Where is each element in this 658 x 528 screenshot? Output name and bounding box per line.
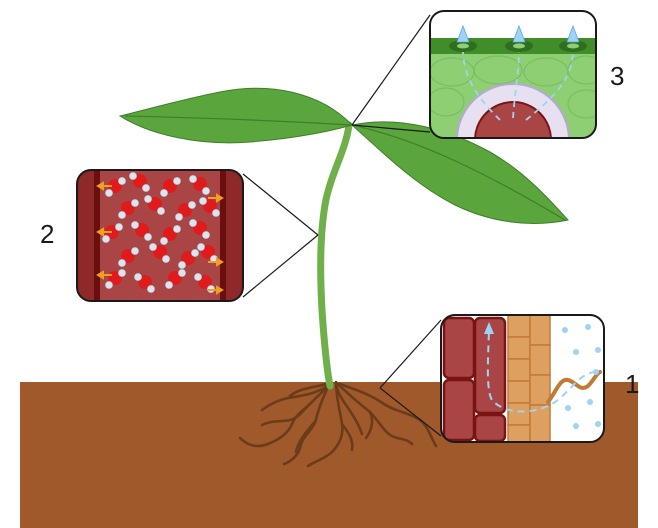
hydrogen-atom: [134, 273, 141, 280]
hydrogen-atom: [173, 177, 180, 184]
hydrogen-atom: [212, 209, 219, 216]
hydrogen-atom: [202, 187, 209, 194]
hydrogen-atom: [105, 189, 112, 196]
hydrogen-atom: [129, 172, 136, 179]
callout-lines: [243, 15, 441, 436]
hydrogen-atom: [144, 233, 151, 240]
xylem-cells: [444, 318, 505, 441]
hydrogen-atom: [189, 219, 196, 226]
hydrogen-atom: [149, 243, 156, 250]
hydrogen-atom: [162, 255, 169, 262]
hydrogen-atom: [142, 184, 149, 191]
label-1: 1: [625, 369, 639, 399]
hydrogen-atom: [131, 247, 138, 254]
hydrogen-atom: [191, 249, 198, 256]
hydrogen-atom: [118, 269, 125, 276]
hydrogen-atom: [178, 269, 185, 276]
hydrogen-atom: [173, 225, 180, 232]
hydrogen-atom: [202, 231, 209, 238]
inset-root-uptake: [441, 315, 604, 442]
hydrogen-atom: [102, 235, 109, 242]
hydrogen-atom: [188, 201, 195, 208]
hydrogen-atom: [194, 273, 201, 280]
hydrogen-atom: [118, 259, 125, 266]
hydrogen-atom: [118, 177, 125, 184]
hydrogen-atom: [157, 207, 164, 214]
hydrogen-atom: [147, 285, 154, 292]
hydrogen-atom: [144, 195, 151, 202]
hydrogen-atom: [131, 199, 138, 206]
hydrogen-atom: [197, 243, 204, 250]
hydrogen-atom: [189, 175, 196, 182]
hydrogen-atom: [131, 221, 138, 228]
hydrogen-atom: [105, 281, 112, 288]
hydrogen-atom: [160, 189, 167, 196]
hydrogen-atom: [118, 211, 125, 218]
left-leaf: [120, 88, 352, 143]
label-3: 3: [610, 61, 624, 91]
hydrogen-atom: [165, 281, 172, 288]
hydrogen-atom: [160, 237, 167, 244]
hydrogen-atom: [199, 197, 206, 204]
hydrogen-atom: [178, 261, 185, 268]
label-2: 2: [40, 219, 54, 249]
inset-xylem-molecules: [77, 170, 243, 301]
hydrogen-atom: [115, 223, 122, 230]
endodermis-band: [508, 315, 550, 442]
hydrogen-atom: [175, 213, 182, 220]
stem: [321, 125, 349, 386]
